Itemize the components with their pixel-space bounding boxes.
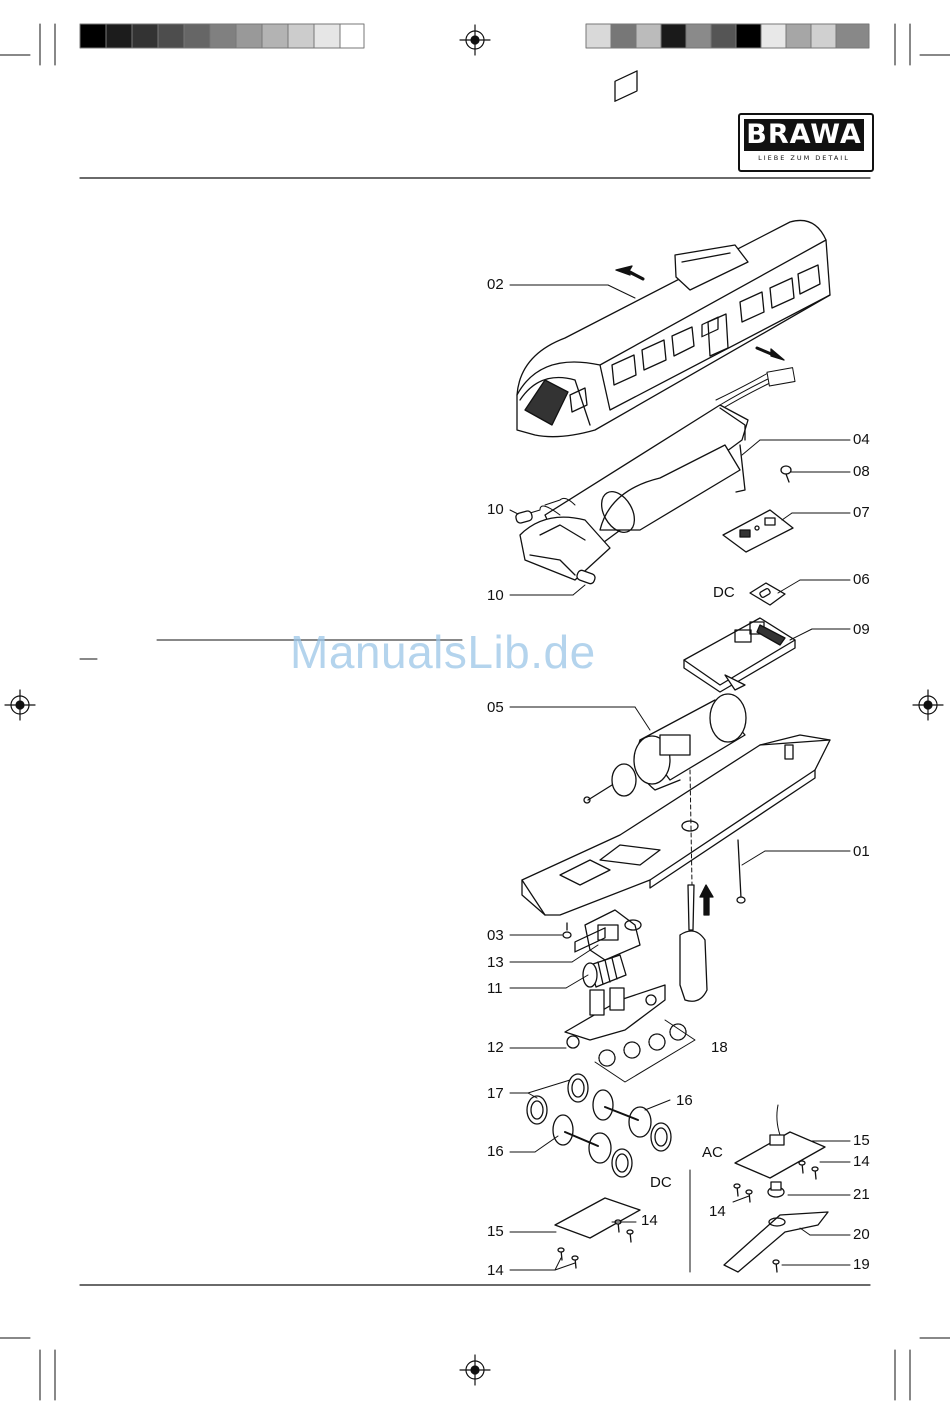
worm-gear-11 (583, 955, 626, 987)
part-label-10-lower: 10 (487, 587, 504, 604)
part-label-04: 04 (853, 431, 870, 448)
label-dc-upper: DC (713, 584, 735, 601)
part-label-20: 20 (853, 1226, 870, 1243)
color-bar-left (80, 24, 364, 48)
part-label-11: 11 (487, 980, 503, 997)
up-arrow-icon (700, 885, 713, 915)
wire-harness (716, 368, 795, 410)
long-screw-icon (737, 840, 745, 903)
part-label-03: 03 (487, 927, 504, 944)
dc-bridge-plate (750, 583, 785, 605)
part-label-16-right: 16 (676, 1092, 693, 1109)
part-label-07: 07 (853, 504, 870, 521)
wheelset-icon (553, 1090, 651, 1163)
part-label-14-dc-right: 14 (641, 1212, 658, 1229)
screw-icon (563, 923, 571, 938)
logo-tagline: LIEBE ZUM DETAIL (740, 154, 868, 162)
screwdriver-icon (680, 885, 707, 1001)
part-label-13: 13 (487, 954, 504, 971)
part-label-15-dc: 15 (487, 1223, 504, 1240)
bogie-base-plate-ac (735, 1105, 825, 1178)
part-label-06: 06 (853, 571, 870, 588)
part-label-16-left: 16 (487, 1143, 504, 1160)
label-ac: AC (702, 1144, 723, 1161)
circuit-board-07 (723, 510, 793, 552)
part-label-02: 02 (487, 276, 504, 293)
part-label-21: 21 (853, 1186, 870, 1203)
part-label-05: 05 (487, 699, 504, 716)
pickup-roller-21 (768, 1182, 784, 1197)
part-label-15-ac: 15 (853, 1132, 870, 1149)
screw-icon (781, 466, 791, 482)
color-bar-right (586, 24, 869, 48)
part-label-14-dc-left: 14 (487, 1262, 504, 1279)
watermark: ManualsLib.de (290, 625, 596, 679)
part-label-09: 09 (853, 621, 870, 638)
part-label-12: 12 (487, 1039, 504, 1056)
gear-housing-13 (585, 910, 641, 960)
part-label-17: 17 (487, 1085, 504, 1102)
part-label-18: 18 (711, 1039, 728, 1056)
part-label-19: 19 (853, 1256, 870, 1273)
part-label-08: 08 (853, 463, 870, 480)
brawa-logo: BRAWA LIEBE ZUM DETAIL (738, 113, 874, 172)
part-label-14-ac-right: 14 (853, 1153, 870, 1170)
logo-wordmark: BRAWA (744, 119, 864, 151)
part-label-14-ac-left: 14 (709, 1203, 726, 1220)
label-dc-lower: DC (650, 1174, 672, 1191)
part-label-01: 01 (853, 843, 870, 860)
part-label-10-upper: 10 (487, 501, 504, 518)
